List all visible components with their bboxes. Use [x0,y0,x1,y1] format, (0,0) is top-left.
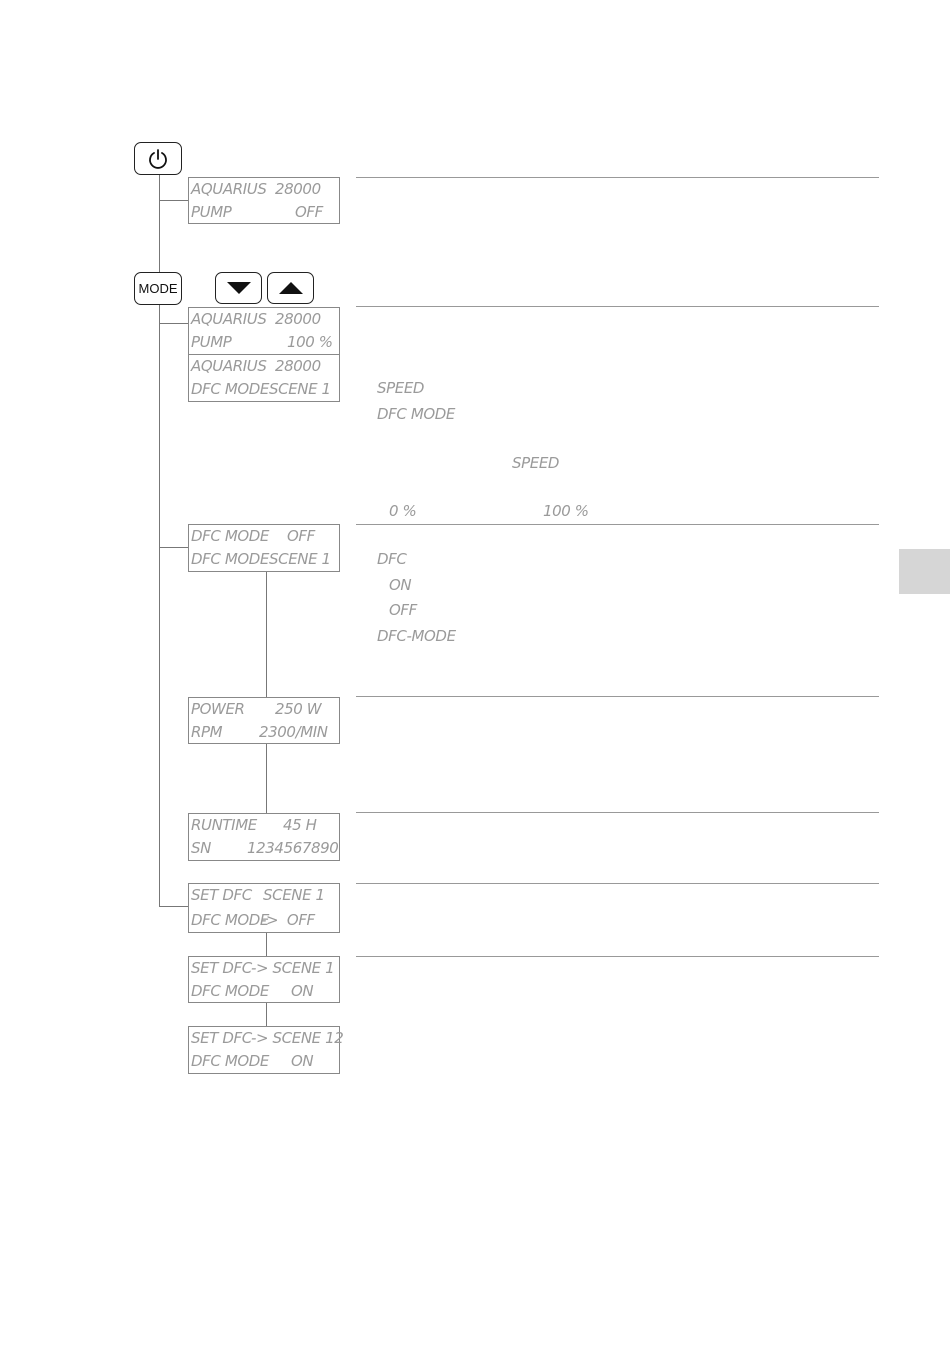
note-speed: SPEED [377,379,425,397]
up-arrow-icon [278,282,303,294]
separator [356,956,879,957]
power-button[interactable] [134,142,182,175]
note-on: ON [389,576,412,594]
lcd-divider [188,354,340,355]
note-range-max: 100 % [543,502,589,520]
note-dfc-mode: DFC MODE [377,405,455,423]
connector-mode-branch-1 [159,323,188,324]
note-speed-inline: SPEED [512,454,560,472]
separator [356,883,879,884]
note-dfc: DFC [377,550,407,568]
connector-mode [159,305,160,906]
mode-button[interactable]: MODE [134,272,182,305]
power-icon [149,148,167,169]
up-button[interactable] [267,272,314,304]
chapter-tab [899,549,950,594]
mode-button-label: MODE [138,281,178,296]
connector-set-2 [266,1003,267,1026]
down-arrow-icon [226,282,251,294]
connector-mode-branch-3 [159,906,188,907]
lcd-line-2: DFC MODE-> OFF [191,911,315,929]
separator [356,306,879,307]
separator [356,524,879,525]
connector-power [159,175,160,272]
separator [356,177,879,178]
note-off: OFF [389,601,417,619]
down-button[interactable] [215,272,262,304]
connector-mode-branch-2 [159,547,188,548]
connector-dfc-power [266,572,267,697]
connector-set-1 [266,933,267,956]
connector-power-branch [159,200,188,201]
lcd-line-1: SET DFC-> SCENE 1 [191,959,335,977]
connector-power-runtime [266,744,267,813]
note-range-min: 0 % [389,502,417,520]
note-dfc-mode-dash: DFC-MODE [377,627,456,645]
lcd-line-1: SET DFC-> SCENE 12 [191,1029,344,1047]
separator [356,696,879,697]
separator [356,812,879,813]
